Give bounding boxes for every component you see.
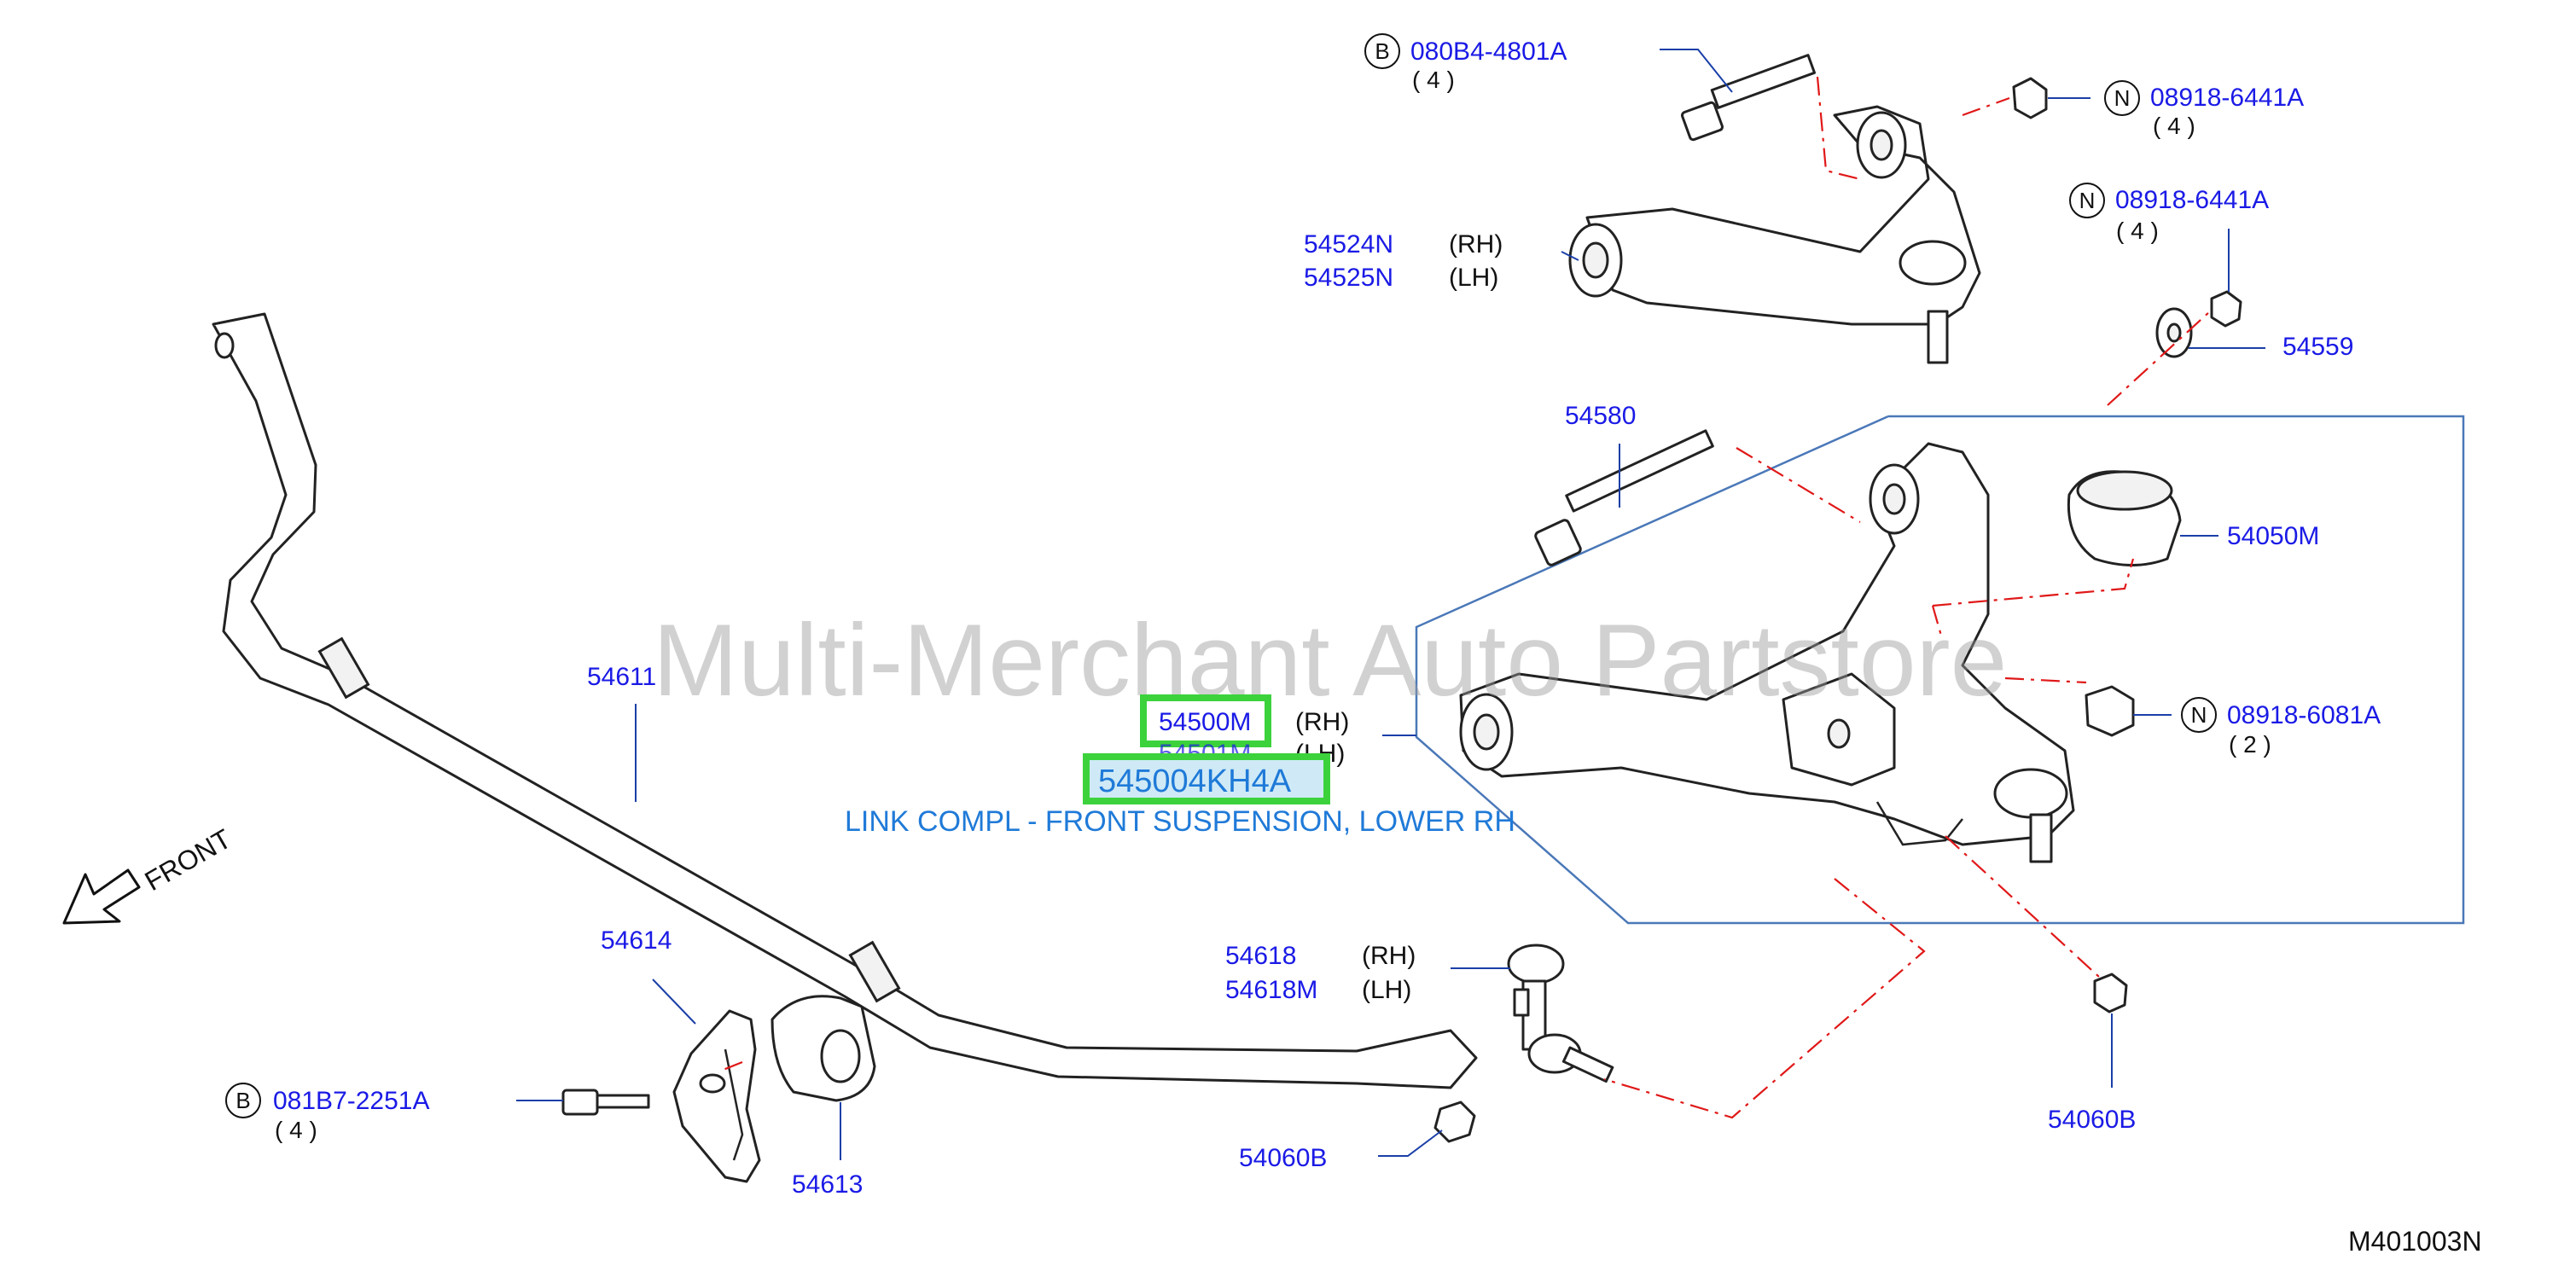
lower-arm-group-frame: [1415, 415, 2465, 925]
watermark: Multi-Merchant Auto Partstore: [653, 603, 2007, 717]
label-stabilizer-link[interactable]: 54618 (RH) 54618M (LH): [1225, 942, 1416, 1004]
quantity: ( 4 ): [1412, 67, 1455, 93]
part-number: 08918-6441A: [2115, 186, 2269, 214]
stabilizer-bar[interactable]: [212, 312, 1478, 1089]
label-upper-arm[interactable]: 54524N (RH) 54525N (LH): [1304, 230, 1503, 292]
label-link-nut[interactable]: 54060B: [1239, 1144, 1327, 1172]
label-bracket[interactable]: 54614: [601, 926, 672, 955]
assembly-lines: [720, 76, 2211, 1119]
leader-lines: [516, 49, 2265, 1160]
quantity: ( 4 ): [2153, 113, 2195, 139]
front-indicator: FRONT: [62, 823, 236, 925]
part-number-rh: 54524N: [1304, 230, 1393, 258]
ball-joint-nut-upper[interactable]: [2210, 290, 2242, 328]
upper-arm-bolt[interactable]: [1681, 54, 1817, 142]
part-number: 08918-6081A: [2227, 701, 2381, 729]
label-bracket-bolt[interactable]: B 081B7-2251A ( 4 ): [225, 1083, 430, 1143]
side-lh: (LH): [1449, 264, 1498, 292]
badge-n: N: [2079, 188, 2096, 213]
part-number-rh: 54618: [1225, 942, 1296, 970]
side-rh: (RH): [1362, 942, 1416, 970]
stabilizer-bracket[interactable]: [672, 1009, 761, 1183]
badge-b: B: [236, 1088, 250, 1113]
label-bushing[interactable]: 54613: [792, 1170, 863, 1199]
ball-joint-nut-lower[interactable]: [2093, 973, 2128, 1013]
side-rh: (RH): [1449, 230, 1503, 258]
highlight-box-oem: [1083, 753, 1330, 804]
highlight-fill: [1086, 757, 1327, 801]
rebound-bumper[interactable]: [2067, 470, 2182, 566]
quantity: ( 4 ): [275, 1117, 317, 1143]
lower-arm-nut[interactable]: [2085, 685, 2135, 737]
part-number: 080B4-4801A: [1410, 38, 1567, 66]
label-washer[interactable]: 54559: [2282, 333, 2353, 361]
side-lh: (LH): [1362, 976, 1411, 1004]
front-label: FRONT: [140, 823, 236, 897]
oem-part-number: 545004KH4A: [1098, 764, 1292, 799]
diagram-code: M401003N: [2348, 1226, 2482, 1257]
label-ball-joint-nut[interactable]: 54060B: [2048, 1106, 2136, 1134]
label-stabilizer[interactable]: 54611: [587, 663, 656, 691]
front-arrow-icon: [62, 868, 141, 925]
part-number-lh: 54618M: [1225, 976, 1317, 1004]
part-description: LINK COMPL - FRONT SUSPENSION, LOWER RH: [845, 805, 1515, 838]
badge-n: N: [2191, 702, 2207, 728]
stabilizer-bushing[interactable]: [770, 995, 876, 1102]
lower-arm-bolt[interactable]: [1534, 429, 1714, 566]
quantity: ( 2 ): [2229, 731, 2271, 758]
link-nut[interactable]: [1433, 1100, 1476, 1143]
label-nut-top-1[interactable]: N 08918-6441A ( 4 ): [2104, 80, 2304, 139]
side-rh: (RH): [1295, 708, 1349, 736]
stabilizer-link[interactable]: [1507, 944, 1614, 1083]
highlight-box-part: [1140, 694, 1271, 747]
part-number-lh: 54525N: [1304, 264, 1393, 292]
upper-control-arm[interactable]: [1568, 105, 1981, 364]
upper-arm-nut[interactable]: [2012, 77, 2048, 119]
label-nut-top-2[interactable]: N 08918-6441A ( 4 ): [2069, 183, 2269, 244]
label-lower-arm-bolt[interactable]: 54580: [1565, 402, 1636, 430]
label-bolt-top[interactable]: B 080B4-4801A ( 4 ): [1364, 33, 1567, 93]
lower-control-arm[interactable]: [1459, 442, 2075, 863]
quantity: ( 4 ): [2116, 218, 2159, 244]
part-number: 081B7-2251A: [273, 1087, 430, 1115]
part-number: 08918-6441A: [2150, 84, 2304, 112]
badge-n: N: [2114, 85, 2131, 111]
washer[interactable]: [2155, 307, 2193, 358]
highlight-callout[interactable]: 545004KH4A LINK COMPL - FRONT SUSPENSION…: [845, 753, 1515, 838]
label-lower-arm-nut[interactable]: N 08918-6081A ( 2 ): [2181, 697, 2381, 758]
badge-b: B: [1375, 38, 1389, 64]
label-bumper[interactable]: 54050M: [2227, 522, 2319, 550]
part-number-rh: 54500M: [1159, 708, 1251, 736]
bracket-bolt[interactable]: [561, 1089, 650, 1116]
